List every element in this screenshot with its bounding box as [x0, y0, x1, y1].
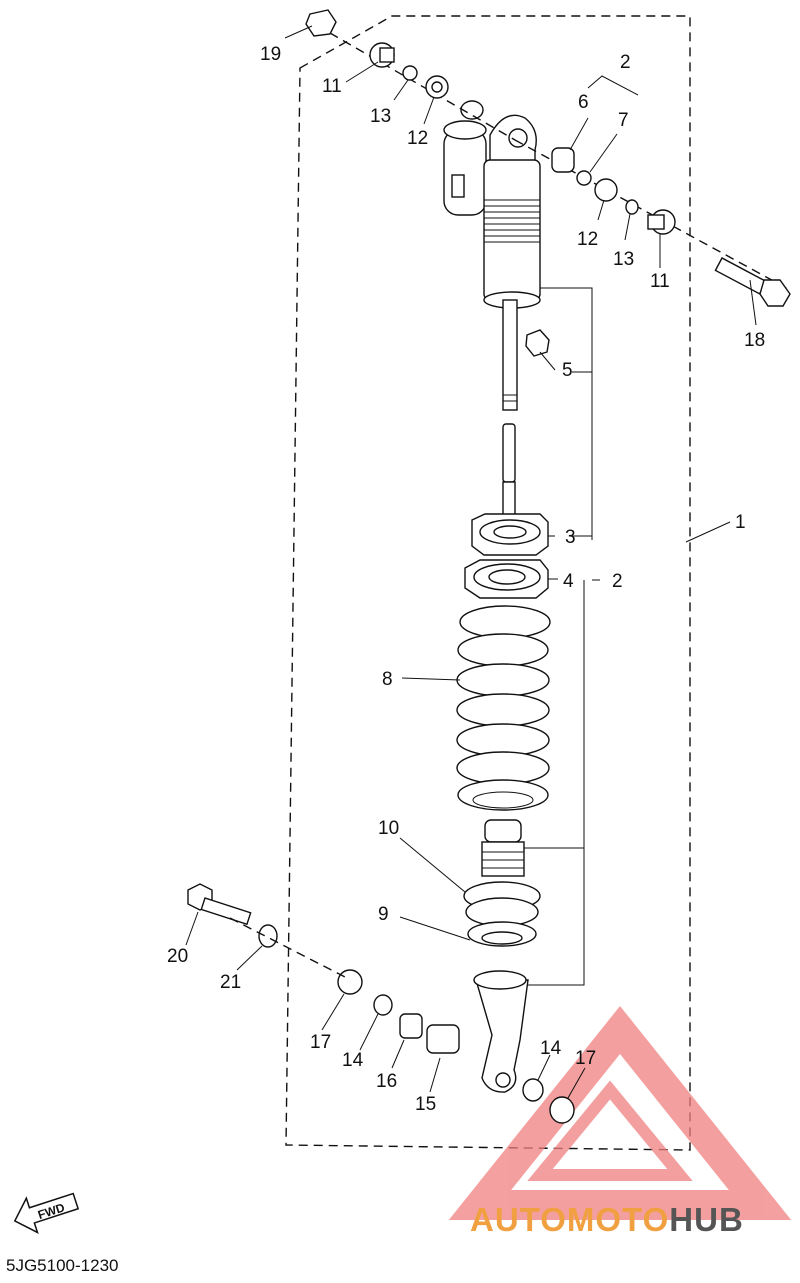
callout-12-left: 12: [407, 128, 428, 149]
callout-21: 21: [220, 972, 241, 993]
callout-15: 15: [415, 1094, 436, 1115]
lower-hardware: [187, 883, 575, 1124]
assembly-boundary: [285, 15, 691, 1151]
callout-5: 5: [562, 360, 573, 381]
callout-14-right: 14: [540, 1038, 562, 1059]
callout-10: 10: [378, 818, 399, 839]
callout-18: 18: [744, 330, 765, 351]
callout-8: 8: [382, 669, 393, 690]
watermark-brand-part2: HUB: [669, 1201, 744, 1238]
callout-13-left: 13: [370, 106, 391, 127]
diagram-code: 5JG5100-1230: [6, 1256, 119, 1275]
callout-2-middle: 2: [612, 571, 623, 592]
callout-9: 9: [378, 904, 389, 925]
upper-right-hardware: [551, 147, 791, 307]
callout-1: 1: [735, 512, 746, 533]
callout-4: 4: [563, 571, 574, 592]
callout-2-top: 2: [620, 52, 631, 73]
upper-left-hardware: [305, 9, 449, 99]
watermark-logo: [448, 1005, 792, 1220]
leader-lines: [185, 25, 757, 1099]
fwd-arrow-icon: FWD: [13, 1192, 80, 1234]
callout-17-right: 17: [575, 1048, 596, 1069]
callout-11-right: 11: [650, 271, 670, 292]
callout-11-left: 11: [322, 76, 342, 97]
callout-20: 20: [167, 946, 188, 967]
callout-12-right: 12: [577, 229, 598, 250]
lower-clevis: [473, 970, 529, 1093]
lower-seat: [463, 819, 541, 947]
watermark-brand-part1: AUTOMOTO: [470, 1201, 670, 1238]
spring: [456, 605, 551, 811]
callout-13-right: 13: [613, 249, 634, 270]
callout-6: 6: [578, 92, 589, 113]
callout-16: 16: [376, 1071, 397, 1092]
watermark-brand: AUTOMOTOHUB: [470, 1201, 744, 1239]
callout-17-left: 17: [310, 1032, 331, 1053]
upper-mount: [329, 32, 791, 411]
middle-parts: [464, 423, 549, 599]
callout-7: 7: [618, 110, 629, 131]
callout-19: 19: [260, 44, 281, 65]
callout-3: 3: [565, 527, 576, 548]
callout-14-left: 14: [342, 1050, 364, 1071]
